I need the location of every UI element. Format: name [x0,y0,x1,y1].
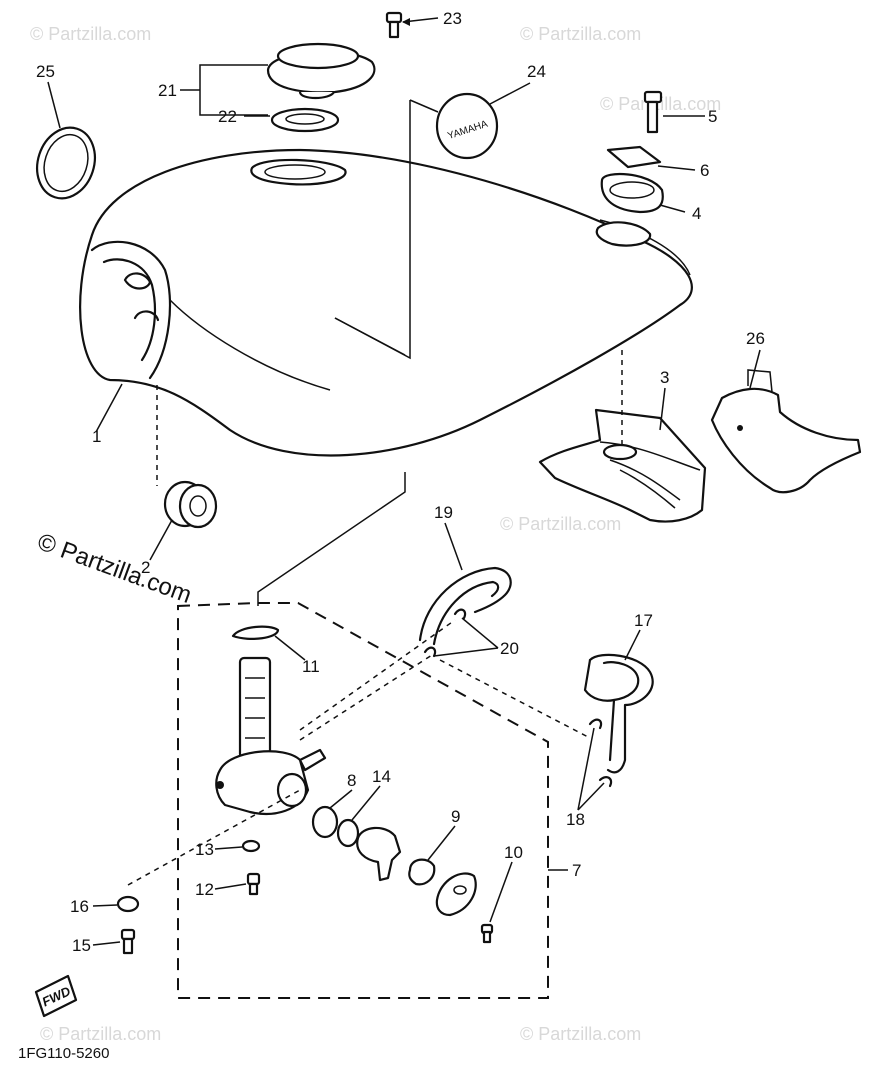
front-damper [163,480,218,529]
callout-6: 6 [700,161,709,180]
rear-bracket [538,408,707,523]
callout-12: 12 [195,880,214,899]
callout-5: 5 [708,107,717,126]
cap-gasket [270,107,340,133]
callout-13: 13 [195,840,214,859]
callout-15: 15 [72,936,91,955]
faint-watermarks: © Partzilla.com © Partzilla.com © Partzi… [30,24,721,1044]
callout-20: 20 [500,639,519,658]
callout-24: 24 [527,62,546,81]
cap-screw [385,11,403,39]
fuel-hose-17 [583,653,654,774]
faint-watermark: © Partzilla.com [40,1024,161,1044]
hose-clips-18 [588,718,613,788]
callout-7: 7 [572,861,581,880]
callout-25: 25 [36,62,55,81]
callout-2: 2 [141,558,150,577]
faint-watermark: © Partzilla.com [500,514,621,534]
callout-22: 22 [218,107,237,126]
emblem-ring [36,126,96,200]
o-ring-11 [231,625,280,640]
callout-3: 3 [660,368,669,387]
leader-lines [47,17,761,946]
callout-4: 4 [692,204,701,223]
faint-watermark: © Partzilla.com [520,1024,641,1044]
callout-18: 18 [566,810,585,829]
callout-8: 8 [347,771,356,790]
hose-clips-20 [423,608,467,658]
callout-17: 17 [634,611,653,630]
screw-10 [480,923,494,944]
faint-watermark: © Partzilla.com [30,24,151,44]
spring-9 [408,858,436,886]
tank-washer [606,145,662,169]
tank-bolt [643,90,663,134]
callout-19: 19 [434,503,453,522]
fuel-hose-19 [418,566,512,646]
callout-10: 10 [504,843,523,862]
callout-14: 14 [372,767,391,786]
nut-13 [241,839,261,853]
callout-1: 1 [92,427,101,446]
tank-emblem: YAMAHA [435,92,499,160]
fuel-cock-lever [356,826,402,882]
callout-23: 23 [443,9,462,28]
watermark: © Partzilla.com [34,528,195,609]
cover-plate [435,872,477,917]
assembly-lines [127,99,623,886]
o-ring-14 [336,818,360,848]
callout-labels: 1 2 3 4 5 6 7 8 9 10 11 12 13 14 15 16 1… [36,9,765,955]
diagram-code: 1FG110-5260 [18,1045,109,1062]
fuel-tank [79,148,693,457]
callout-9: 9 [451,807,460,826]
diaphragm-8 [311,805,339,839]
faint-watermark: © Partzilla.com [520,24,641,44]
callout-16: 16 [70,897,89,916]
callout-21: 21 [158,81,177,100]
fuel-cock [215,656,327,816]
fwd-indicator: FWD [34,974,78,1018]
tank-damper [600,173,664,214]
callout-11: 11 [302,657,320,676]
fuel-cap [266,42,376,100]
rear-cover [710,369,862,494]
washer-16 [116,895,140,913]
screw-15 [120,928,136,955]
screw-12 [246,872,261,896]
callout-26: 26 [746,329,765,348]
faint-watermark: © Partzilla.com [600,94,721,114]
